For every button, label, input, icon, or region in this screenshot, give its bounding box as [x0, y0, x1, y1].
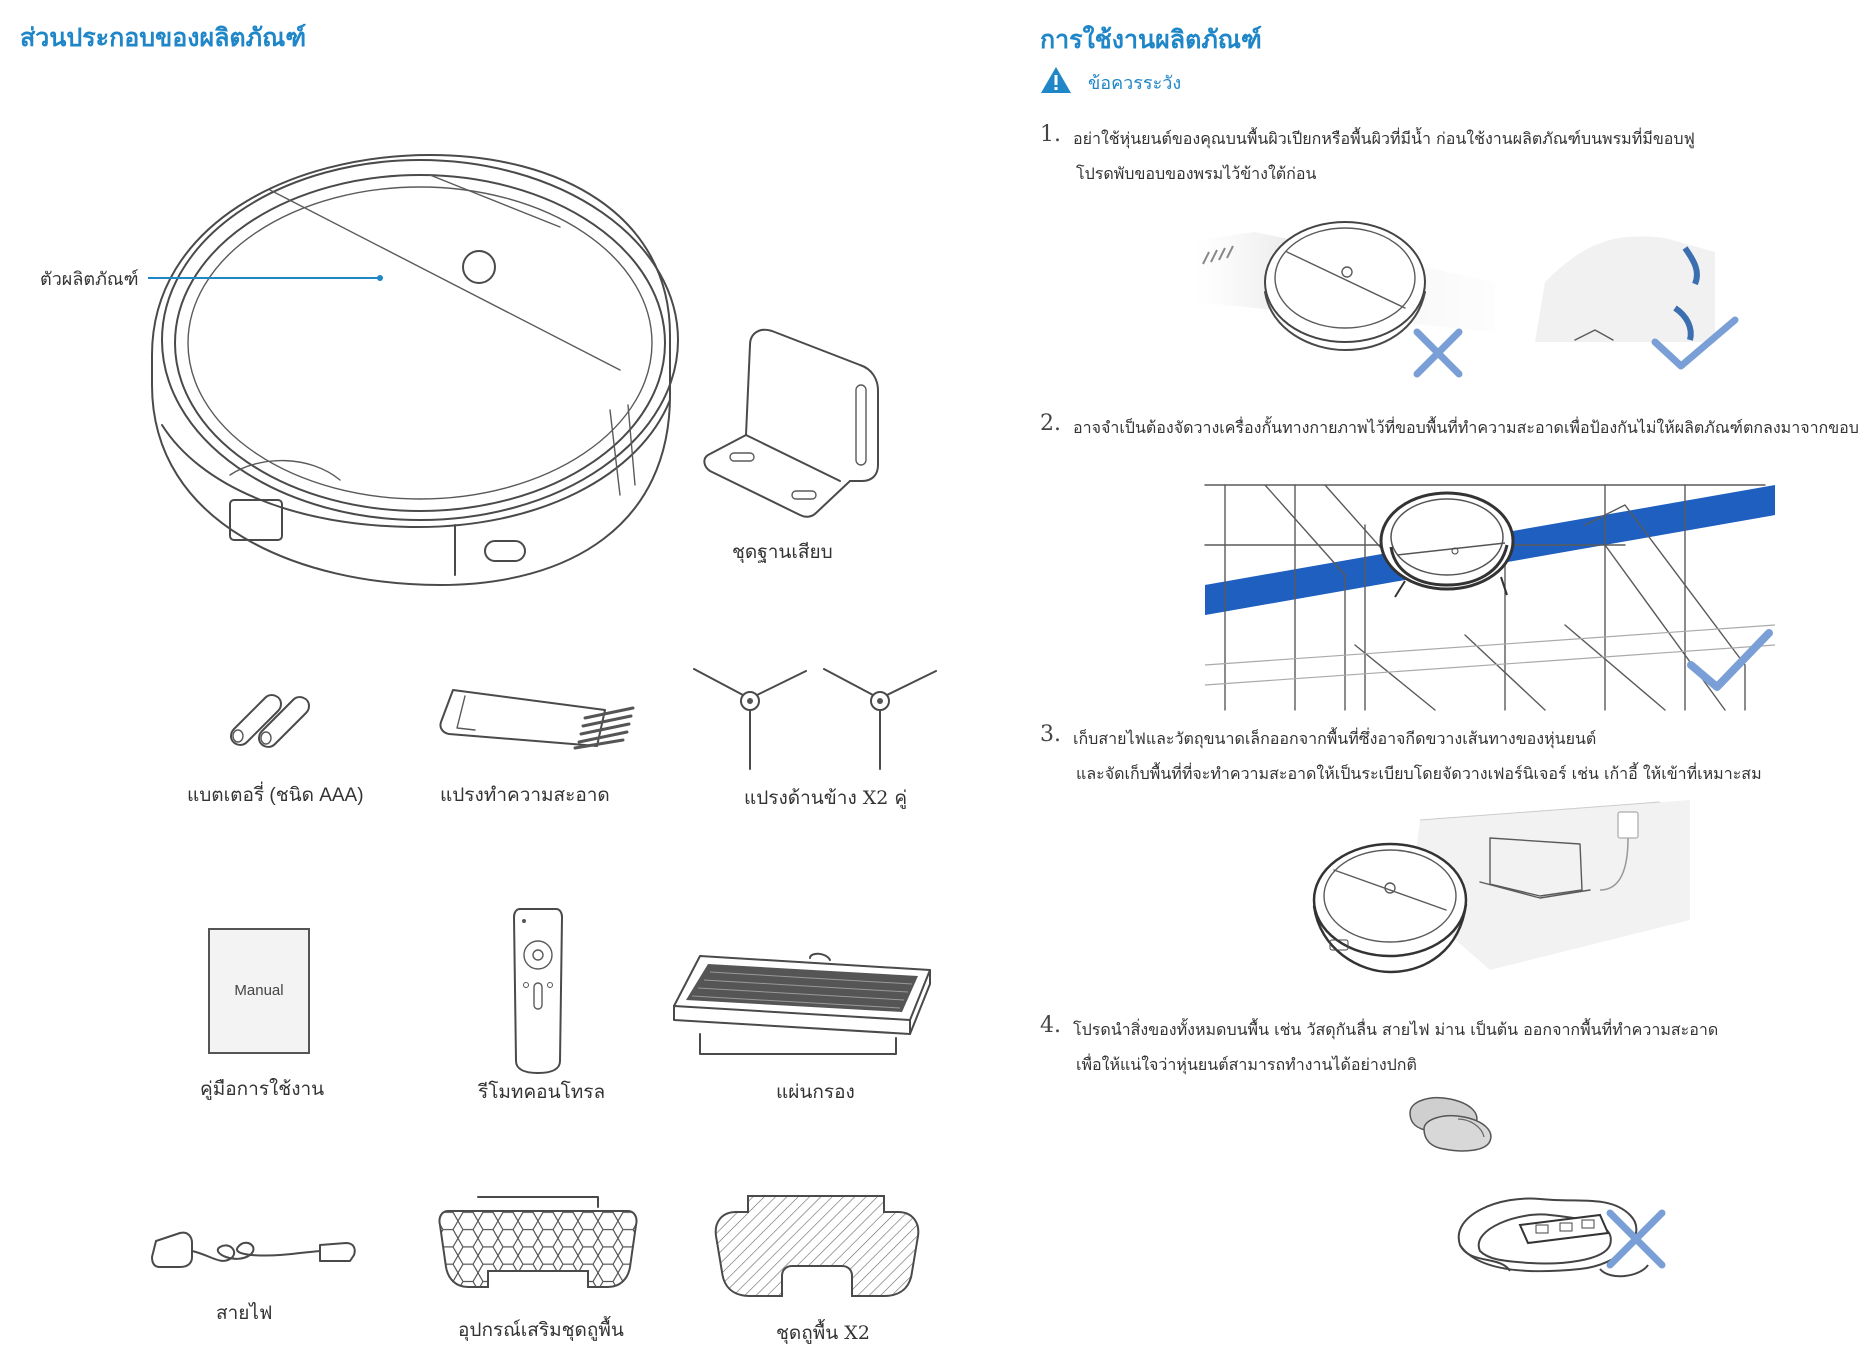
step-2-number: 2.: [1040, 411, 1061, 436]
warning-icon: [1041, 67, 1071, 93]
callout-line: [148, 275, 383, 281]
components-title: ส่วนประกอบของผลิตภัณฑ์: [20, 23, 307, 52]
power-cord-label: สายไฟ: [216, 1302, 273, 1324]
caution-label: ข้อควรระวัง: [1088, 73, 1182, 94]
filter-label: แผ่นกรอง: [776, 1081, 855, 1103]
usage-title: การใช้งานผลิตภัณฑ์: [1040, 25, 1262, 54]
room-with-dock-illustration: [1312, 800, 1690, 974]
dock-illustration: [703, 328, 879, 518]
mop-pad-label: ชุดถูพื้น X2: [776, 1322, 870, 1344]
step-3-line-1: เก็บสายไฟและวัตถุขนาดเล็กออกจากพื้นที่ซึ…: [1073, 729, 1597, 748]
step-4-number: 4.: [1040, 1013, 1061, 1038]
side-brush-illustration: [693, 668, 937, 770]
slippers-illustration: [1409, 1097, 1492, 1152]
power-cord-illustration: [151, 1231, 356, 1268]
filter-illustration: [673, 952, 931, 1055]
step-2-line-1: อาจจำเป็นต้องจัดวางเครื่องกั้นทางกายภาพไ…: [1073, 418, 1859, 437]
product-body-callout: ตัวผลิตภัณฑ์: [40, 269, 139, 290]
remote-label: รีโมทคอนโทรล: [478, 1081, 606, 1103]
cross-mark-icon: [1606, 1209, 1666, 1269]
manual-label: คู่มือการใช้งาน: [200, 1078, 325, 1100]
step-3-line-2: และจัดเก็บพื้นที่ที่จะทำความสะอาดให้เป็น…: [1076, 764, 1762, 783]
step-1-line-1: อย่าใช้หุ่นยนต์ของคุณบนพื้นผิวเปียกหรือพ…: [1073, 129, 1695, 148]
mop-accessory-label: อุปกรณ์เสริมชุดถูพื้น: [458, 1319, 624, 1341]
step-4-line-2: เพื่อให้แน่ใจว่าหุ่นยนต์สามารถทำงานได้อย…: [1076, 1055, 1417, 1074]
cleaning-brush-label: แปรงทำความสะอาด: [440, 784, 610, 806]
step-4-line-1: โปรดนำสิ่งของทั้งหมดบนพื้น เช่น วัสดุกัน…: [1073, 1020, 1719, 1039]
check-mark-icon: [1651, 316, 1739, 370]
step-1-line-2: โปรดพับขอบของพรมไว้ข้างใต้ก่อน: [1076, 164, 1317, 183]
battery-illustration: [230, 694, 310, 748]
manual-cover-text: Manual: [234, 982, 284, 999]
dock-label: ชุดฐานเสียบ: [732, 541, 833, 563]
battery-label: แบตเตอรี่ (ชนิด AAA): [187, 785, 364, 806]
cross-mark-icon: [1413, 328, 1463, 378]
stairs-barrier-illustration: [1204, 480, 1776, 711]
check-mark-icon: [1687, 629, 1773, 691]
step-3-number: 3.: [1040, 722, 1061, 747]
mop-pad-illustration: [714, 1195, 920, 1297]
carpet-scene-illustration: [1195, 221, 1739, 378]
robot-body-illustration: [151, 154, 679, 586]
remote-illustration: [513, 908, 563, 1074]
mop-accessory-illustration: [438, 1196, 638, 1288]
manual-illustration: Manual: [208, 928, 310, 1054]
cleaning-brush-illustration: [439, 689, 635, 750]
step-1-number: 1.: [1040, 122, 1061, 147]
side-brush-label: แปรงด้านข้าง X2 คู่: [744, 787, 908, 809]
tangled-cable-illustration: [1457, 1197, 1666, 1278]
